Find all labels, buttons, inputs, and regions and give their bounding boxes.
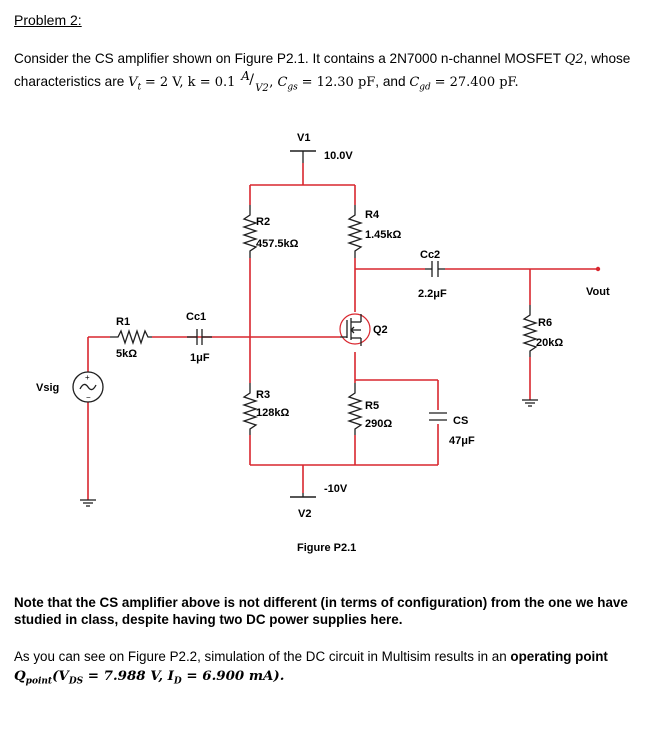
cs-label: CS: [453, 415, 468, 427]
v2-label: V2: [298, 508, 311, 520]
circuit-wires: [87, 163, 598, 500]
circuit-schematic: V1 10.0V R2 457.5kΩ R4 1.45kΩ Cc2 2.2μF …: [36, 132, 610, 554]
vt-value: = 2 V, k = 0.1: [144, 75, 236, 90]
qpoint-expression: Qpoint(VDS = 7.988 V, ID = 6.900 mA).: [14, 668, 285, 687]
r3-value: 128kΩ: [256, 407, 289, 419]
r4-label: R4: [365, 209, 380, 221]
intro-line2: characteristics are: [14, 74, 129, 89]
r2-label: R2: [256, 216, 270, 228]
vsig-label: Vsig: [36, 382, 59, 394]
r4-value: 1.45kΩ: [365, 229, 402, 241]
svg-text:−: −: [86, 393, 91, 402]
r1-label: R1: [116, 316, 130, 328]
v2-value: -10V: [324, 483, 348, 495]
cc2-label: Cc2: [420, 249, 440, 261]
svg-text:+: +: [85, 373, 90, 382]
vout-label: Vout: [586, 286, 610, 298]
r1-value: 5kΩ: [116, 348, 137, 360]
result-paragraph: As you can see on Figure P2.2, simulatio…: [14, 649, 608, 687]
k-units: A/V2: [241, 69, 269, 94]
v1-label: V1: [297, 132, 310, 144]
mosfet-name: Q2: [564, 52, 584, 67]
v1-value: 10.0V: [324, 150, 353, 162]
problem-intro: Consider the CS amplifier shown on Figur…: [14, 51, 631, 94]
r6-label: R6: [538, 317, 552, 329]
cc2-value: 2.2μF: [418, 288, 447, 300]
q2-label: Q2: [373, 324, 388, 336]
r2-value: 457.5kΩ: [256, 238, 299, 250]
r5-label: R5: [365, 400, 379, 412]
r5-value: 290Ω: [365, 418, 392, 430]
problem-title: Problem 2:: [14, 12, 82, 28]
note-paragraph: Note that the CS amplifier above is not …: [14, 595, 628, 627]
cc1-value: 1μF: [190, 352, 210, 364]
cs-value: 47μF: [449, 435, 475, 447]
circuit-components: [72, 150, 539, 507]
cgd-value: = 27.400 pF.: [434, 75, 519, 90]
cc1-label: Cc1: [186, 311, 206, 323]
r3-label: R3: [256, 389, 270, 401]
cgs-value: = 12.30 pF: [301, 75, 376, 90]
figure-caption: Figure P2.1: [297, 542, 356, 554]
vout-probe: [595, 266, 601, 272]
intro-line1: Consider the CS amplifier shown on Figur…: [14, 51, 565, 66]
r6-value: 20kΩ: [536, 337, 563, 349]
operating-point-phrase: operating point: [510, 649, 608, 664]
